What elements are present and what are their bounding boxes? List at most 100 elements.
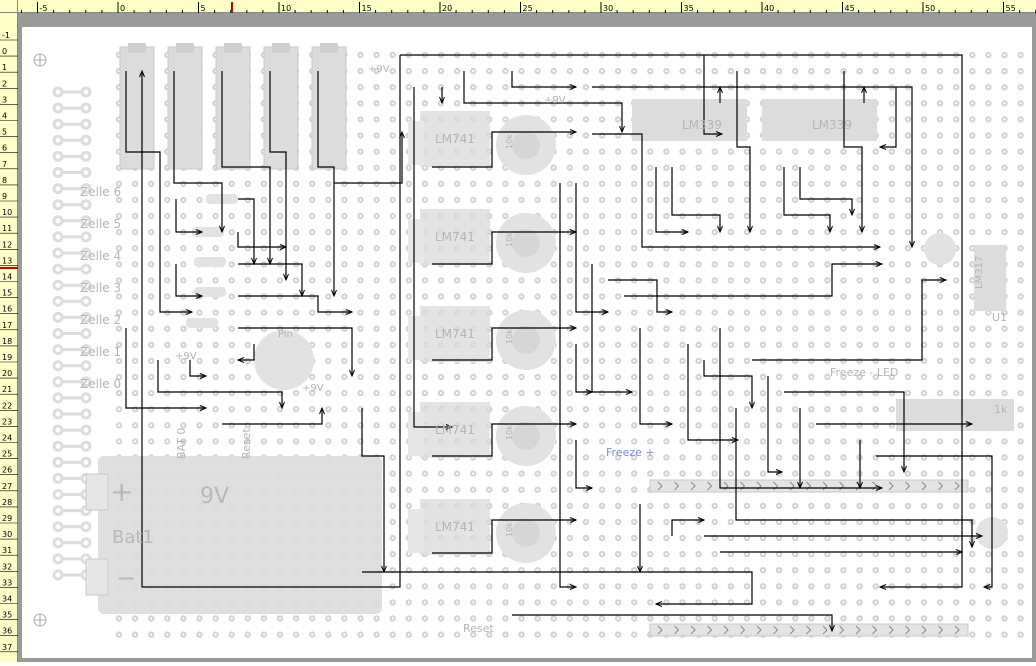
connector-pin[interactable] bbox=[80, 231, 92, 243]
opamp-cap[interactable] bbox=[408, 219, 424, 263]
connector-pin[interactable] bbox=[52, 150, 64, 162]
opamp-cap[interactable] bbox=[408, 509, 424, 553]
wire[interactable] bbox=[362, 571, 753, 605]
wire[interactable] bbox=[432, 519, 576, 554]
connector-pin[interactable] bbox=[52, 553, 64, 565]
connector-pin[interactable] bbox=[52, 424, 64, 436]
opamp-body[interactable] bbox=[420, 306, 490, 362]
slider-pot-knob[interactable] bbox=[224, 43, 242, 53]
wire[interactable] bbox=[575, 183, 608, 313]
wire[interactable] bbox=[575, 344, 592, 393]
connector-pin[interactable] bbox=[52, 263, 64, 275]
header-pin[interactable] bbox=[690, 625, 696, 635]
resistor-1k[interactable] bbox=[896, 399, 1014, 431]
header-pin[interactable] bbox=[822, 625, 828, 635]
connector-pin[interactable] bbox=[80, 521, 92, 533]
connector-pin[interactable] bbox=[80, 537, 92, 549]
header-pin[interactable] bbox=[740, 625, 746, 635]
slider-pot[interactable] bbox=[263, 46, 299, 170]
connector-pin[interactable] bbox=[52, 456, 64, 468]
connector-pin[interactable] bbox=[52, 167, 64, 178]
wire[interactable] bbox=[238, 295, 352, 313]
wire[interactable] bbox=[125, 328, 206, 409]
wire[interactable] bbox=[592, 133, 880, 248]
header-pin[interactable] bbox=[674, 625, 680, 635]
opamp-cap[interactable] bbox=[408, 121, 424, 165]
comparator-body[interactable] bbox=[632, 99, 747, 141]
slider-pot[interactable] bbox=[215, 46, 251, 170]
header-pin[interactable] bbox=[954, 481, 960, 491]
connector-pin[interactable] bbox=[52, 472, 64, 484]
wire[interactable] bbox=[783, 167, 831, 232]
header-pin[interactable] bbox=[789, 481, 795, 491]
connector-pin[interactable] bbox=[80, 150, 92, 162]
wire[interactable] bbox=[432, 131, 576, 168]
header-pin[interactable] bbox=[806, 625, 812, 635]
header-pin[interactable] bbox=[905, 481, 911, 491]
wire[interactable] bbox=[173, 71, 223, 232]
header-pin[interactable] bbox=[756, 625, 762, 635]
header-pin[interactable] bbox=[740, 481, 746, 491]
header-pin[interactable] bbox=[806, 481, 812, 491]
header-pin[interactable] bbox=[839, 625, 845, 635]
components-layer[interactable] bbox=[52, 43, 1014, 637]
connector-pin[interactable] bbox=[52, 102, 64, 114]
header-pin[interactable] bbox=[839, 481, 845, 491]
wire[interactable] bbox=[559, 183, 576, 588]
connector-pin[interactable] bbox=[52, 376, 64, 388]
connector-pin[interactable] bbox=[80, 118, 92, 130]
wires-layer[interactable] bbox=[125, 54, 993, 633]
pin-pot[interactable] bbox=[254, 330, 314, 390]
connector-pin[interactable] bbox=[52, 231, 64, 243]
wire[interactable] bbox=[238, 263, 303, 296]
header-pin[interactable] bbox=[888, 625, 894, 635]
wire[interactable] bbox=[175, 199, 202, 233]
regulator[interactable] bbox=[974, 245, 1006, 311]
connector-pin[interactable] bbox=[52, 183, 64, 195]
connector-pin[interactable] bbox=[80, 295, 92, 307]
slider-pot-knob[interactable] bbox=[128, 43, 146, 53]
connector-pin[interactable] bbox=[52, 279, 64, 291]
header-pin[interactable] bbox=[690, 481, 696, 491]
connector-pin[interactable] bbox=[52, 199, 64, 211]
opamp-cap[interactable] bbox=[408, 412, 424, 456]
wire[interactable] bbox=[222, 408, 323, 425]
battery-body[interactable] bbox=[98, 456, 382, 614]
connector-pin[interactable] bbox=[52, 344, 64, 356]
resistor[interactable] bbox=[186, 318, 218, 328]
wire[interactable] bbox=[575, 440, 592, 489]
connector-pin[interactable] bbox=[52, 489, 64, 500]
wire[interactable] bbox=[591, 264, 632, 393]
battery-terminal-minus[interactable] bbox=[85, 558, 109, 596]
connector-pin[interactable] bbox=[80, 408, 92, 420]
connector-pin[interactable] bbox=[52, 440, 64, 452]
header-strip[interactable] bbox=[649, 623, 969, 637]
opamp-cap[interactable] bbox=[408, 316, 424, 360]
wire[interactable] bbox=[719, 328, 882, 489]
connector-pin[interactable] bbox=[52, 247, 64, 259]
header-pin[interactable] bbox=[723, 481, 729, 491]
slider-pot-knob[interactable] bbox=[320, 43, 338, 53]
header-strip[interactable] bbox=[649, 479, 969, 493]
connector-pin[interactable] bbox=[80, 167, 92, 178]
wire[interactable] bbox=[767, 376, 782, 473]
header-pin[interactable] bbox=[954, 625, 960, 635]
wire[interactable] bbox=[432, 423, 576, 457]
connector-pin[interactable] bbox=[52, 505, 64, 517]
connector-pin[interactable] bbox=[80, 456, 92, 468]
connector-pin[interactable] bbox=[52, 408, 64, 420]
wire[interactable] bbox=[157, 360, 283, 408]
connector-pin[interactable] bbox=[80, 392, 92, 404]
opamp-body[interactable] bbox=[420, 499, 490, 555]
connector-pin[interactable] bbox=[52, 537, 64, 549]
header-pin[interactable] bbox=[938, 481, 944, 491]
trim-pot-center[interactable] bbox=[512, 422, 540, 450]
wire[interactable] bbox=[189, 360, 206, 377]
slider-pot[interactable] bbox=[119, 46, 155, 170]
wire[interactable] bbox=[238, 327, 353, 376]
header-pin[interactable] bbox=[921, 625, 927, 635]
wire[interactable] bbox=[639, 328, 672, 425]
connector-pin[interactable] bbox=[80, 102, 92, 114]
wire[interactable] bbox=[735, 408, 973, 547]
